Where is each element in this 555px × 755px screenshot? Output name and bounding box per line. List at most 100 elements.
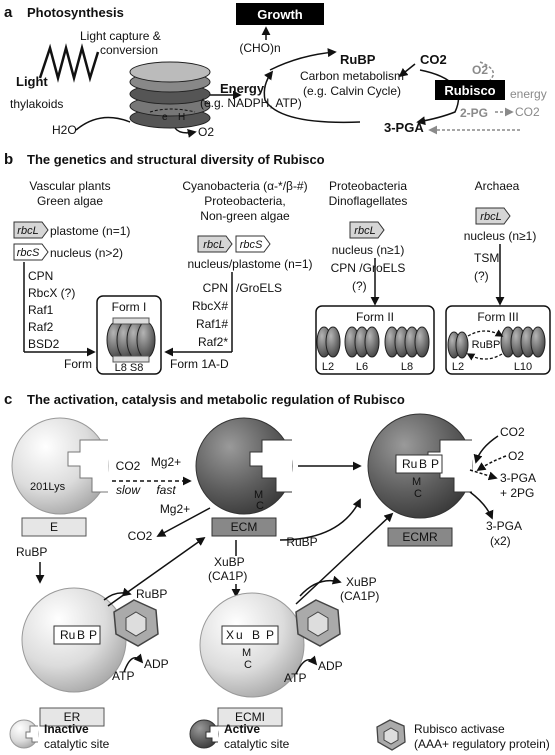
ecmi-m: M (242, 647, 251, 659)
ecmr-ru: Ru (402, 457, 417, 471)
legend-inactive-icon (9, 719, 39, 749)
two-pg-label: 2-PG (460, 106, 488, 120)
legend-active-bold: Active (224, 722, 260, 736)
col4-unknown: (?) (474, 269, 489, 283)
fast-label: fast (156, 483, 176, 497)
form1ad-label: Form 1A-D (170, 357, 229, 371)
col3-header-2: Dinoflagellates (329, 194, 408, 208)
form2-hexamer-icon (344, 326, 380, 358)
col1-gene2: rbcS (17, 247, 40, 259)
co2-back-label: CO2 (128, 529, 153, 543)
state-e-box (21, 517, 87, 537)
rubisco-box (435, 80, 505, 100)
rubp-label: RuBP (340, 52, 376, 67)
er-ru: Ru (60, 628, 75, 642)
rubisco-label: Rubisco (444, 83, 495, 98)
electron-label: e (162, 112, 168, 123)
rubp-out-label: RuBP (136, 587, 167, 601)
ecmi-c: C (244, 659, 252, 671)
carbon-metab-line2: (e.g. Calvin Cycle) (303, 84, 401, 98)
form3-decamer-icon (500, 326, 546, 358)
col2-loc: nucleus/plastome (n=1) (187, 257, 312, 271)
ecm-m: M (254, 489, 263, 501)
growth-label: Growth (257, 7, 303, 22)
col4-gene-tag (475, 207, 511, 225)
atp-1-arrow (123, 653, 144, 673)
form3-rubp: RuBP (472, 339, 501, 351)
er-rubp-site (53, 625, 101, 645)
col1-header-2: Green algae (37, 194, 103, 208)
growth-box (236, 3, 324, 25)
form2-sub-0: L2 (322, 361, 334, 373)
col4-header: Archaea (475, 179, 520, 193)
ecmr-b: B (419, 457, 427, 471)
thylakoid-stack-icon (129, 61, 211, 129)
electron-path (149, 108, 196, 113)
co2-top-arrow (473, 435, 499, 464)
water-label: H2O (52, 123, 77, 137)
enzyme-ecmi-icon (199, 592, 305, 698)
form2-octamer-icon (384, 326, 430, 358)
panel-a-title: Photosynthesis (27, 5, 124, 20)
xubp-out-label: XuBP (346, 575, 377, 589)
co2-arrow (398, 63, 416, 78)
col1-gene1-loc: plastome (n=1) (50, 224, 130, 238)
energy-label: Energy (220, 81, 265, 96)
co2-label: CO2 (420, 52, 447, 67)
form2-title: Form II (356, 310, 394, 324)
col1-gene1-tag (13, 221, 49, 239)
col3-unknown: (?) (352, 279, 367, 293)
xubp-label: XuBP (214, 555, 245, 569)
col1-gene2-loc: nucleus (n>2) (50, 246, 123, 260)
o2-gray-label: O2 (472, 63, 488, 77)
ecmi-x: X (226, 628, 234, 642)
o2-arrow (479, 61, 495, 81)
activase-2-icon (295, 599, 341, 647)
col3-gene: rbcL (354, 225, 375, 237)
atp-1-label: ATP (112, 669, 134, 683)
ecmr-m: M (412, 476, 421, 488)
state-ecmr-box (387, 527, 453, 547)
form1-title: Form I (112, 300, 147, 314)
col2-gene1: rbcL (203, 239, 224, 251)
form3-sub-0: L2 (452, 361, 464, 373)
legend-inactive-bold: Inactive (44, 722, 89, 736)
atp-2-arrow (295, 655, 318, 675)
col2-groels: /GroELS (236, 281, 282, 295)
light-capture-line2: conversion (100, 43, 158, 57)
form1-hexadecamer-icon (106, 317, 156, 363)
legend-inactive-sub: catalytic site (44, 737, 110, 751)
form1-sub: L8 S8 (115, 362, 144, 374)
ecmi-p: P (266, 628, 274, 642)
er-to-ecm-arrow (107, 536, 206, 607)
ecmr-rubp-site (395, 454, 443, 474)
state-ecmi-box (217, 707, 283, 727)
adp-1-label: ADP (144, 657, 169, 671)
col2-gene2: rbcS (240, 239, 263, 251)
panel-c-letter: c (4, 391, 12, 408)
panel-b-letter: b (4, 151, 13, 168)
panel-c-title: The activation, catalysis and metabolic … (27, 392, 405, 407)
form3-dimer-icon (447, 331, 469, 359)
legend-activase-icon (376, 719, 406, 751)
co2-top-label: CO2 (500, 425, 525, 439)
ecmr-p: P (431, 457, 439, 471)
atp-2-label: ATP (284, 671, 306, 685)
deactivation-arrow (156, 507, 211, 537)
lys-label: 201Lys (30, 481, 66, 493)
rubp-binding-arrow (279, 498, 361, 541)
legend-activase-2: (AAA+ regulatory protein) (414, 737, 550, 751)
col2-chap-3: Raf2* (198, 335, 228, 349)
slow-label: slow (116, 483, 141, 497)
state-er-box (39, 707, 105, 727)
state-ecm-box (211, 517, 277, 537)
thylakoids-label: thylakoids (10, 97, 63, 111)
ecm-c: C (256, 500, 264, 512)
ecmi-to-ecmr-arrow (295, 512, 394, 605)
panel-a-letter: a (4, 4, 13, 21)
col3-header-1: Proteobacteria (329, 179, 407, 193)
col1-chap-4: BSD2 (28, 337, 60, 351)
legend-active-icon (189, 719, 219, 749)
out-pga-2pg-2: + 2PG (500, 486, 534, 500)
ca1p-label: (CA1P) (208, 569, 247, 583)
